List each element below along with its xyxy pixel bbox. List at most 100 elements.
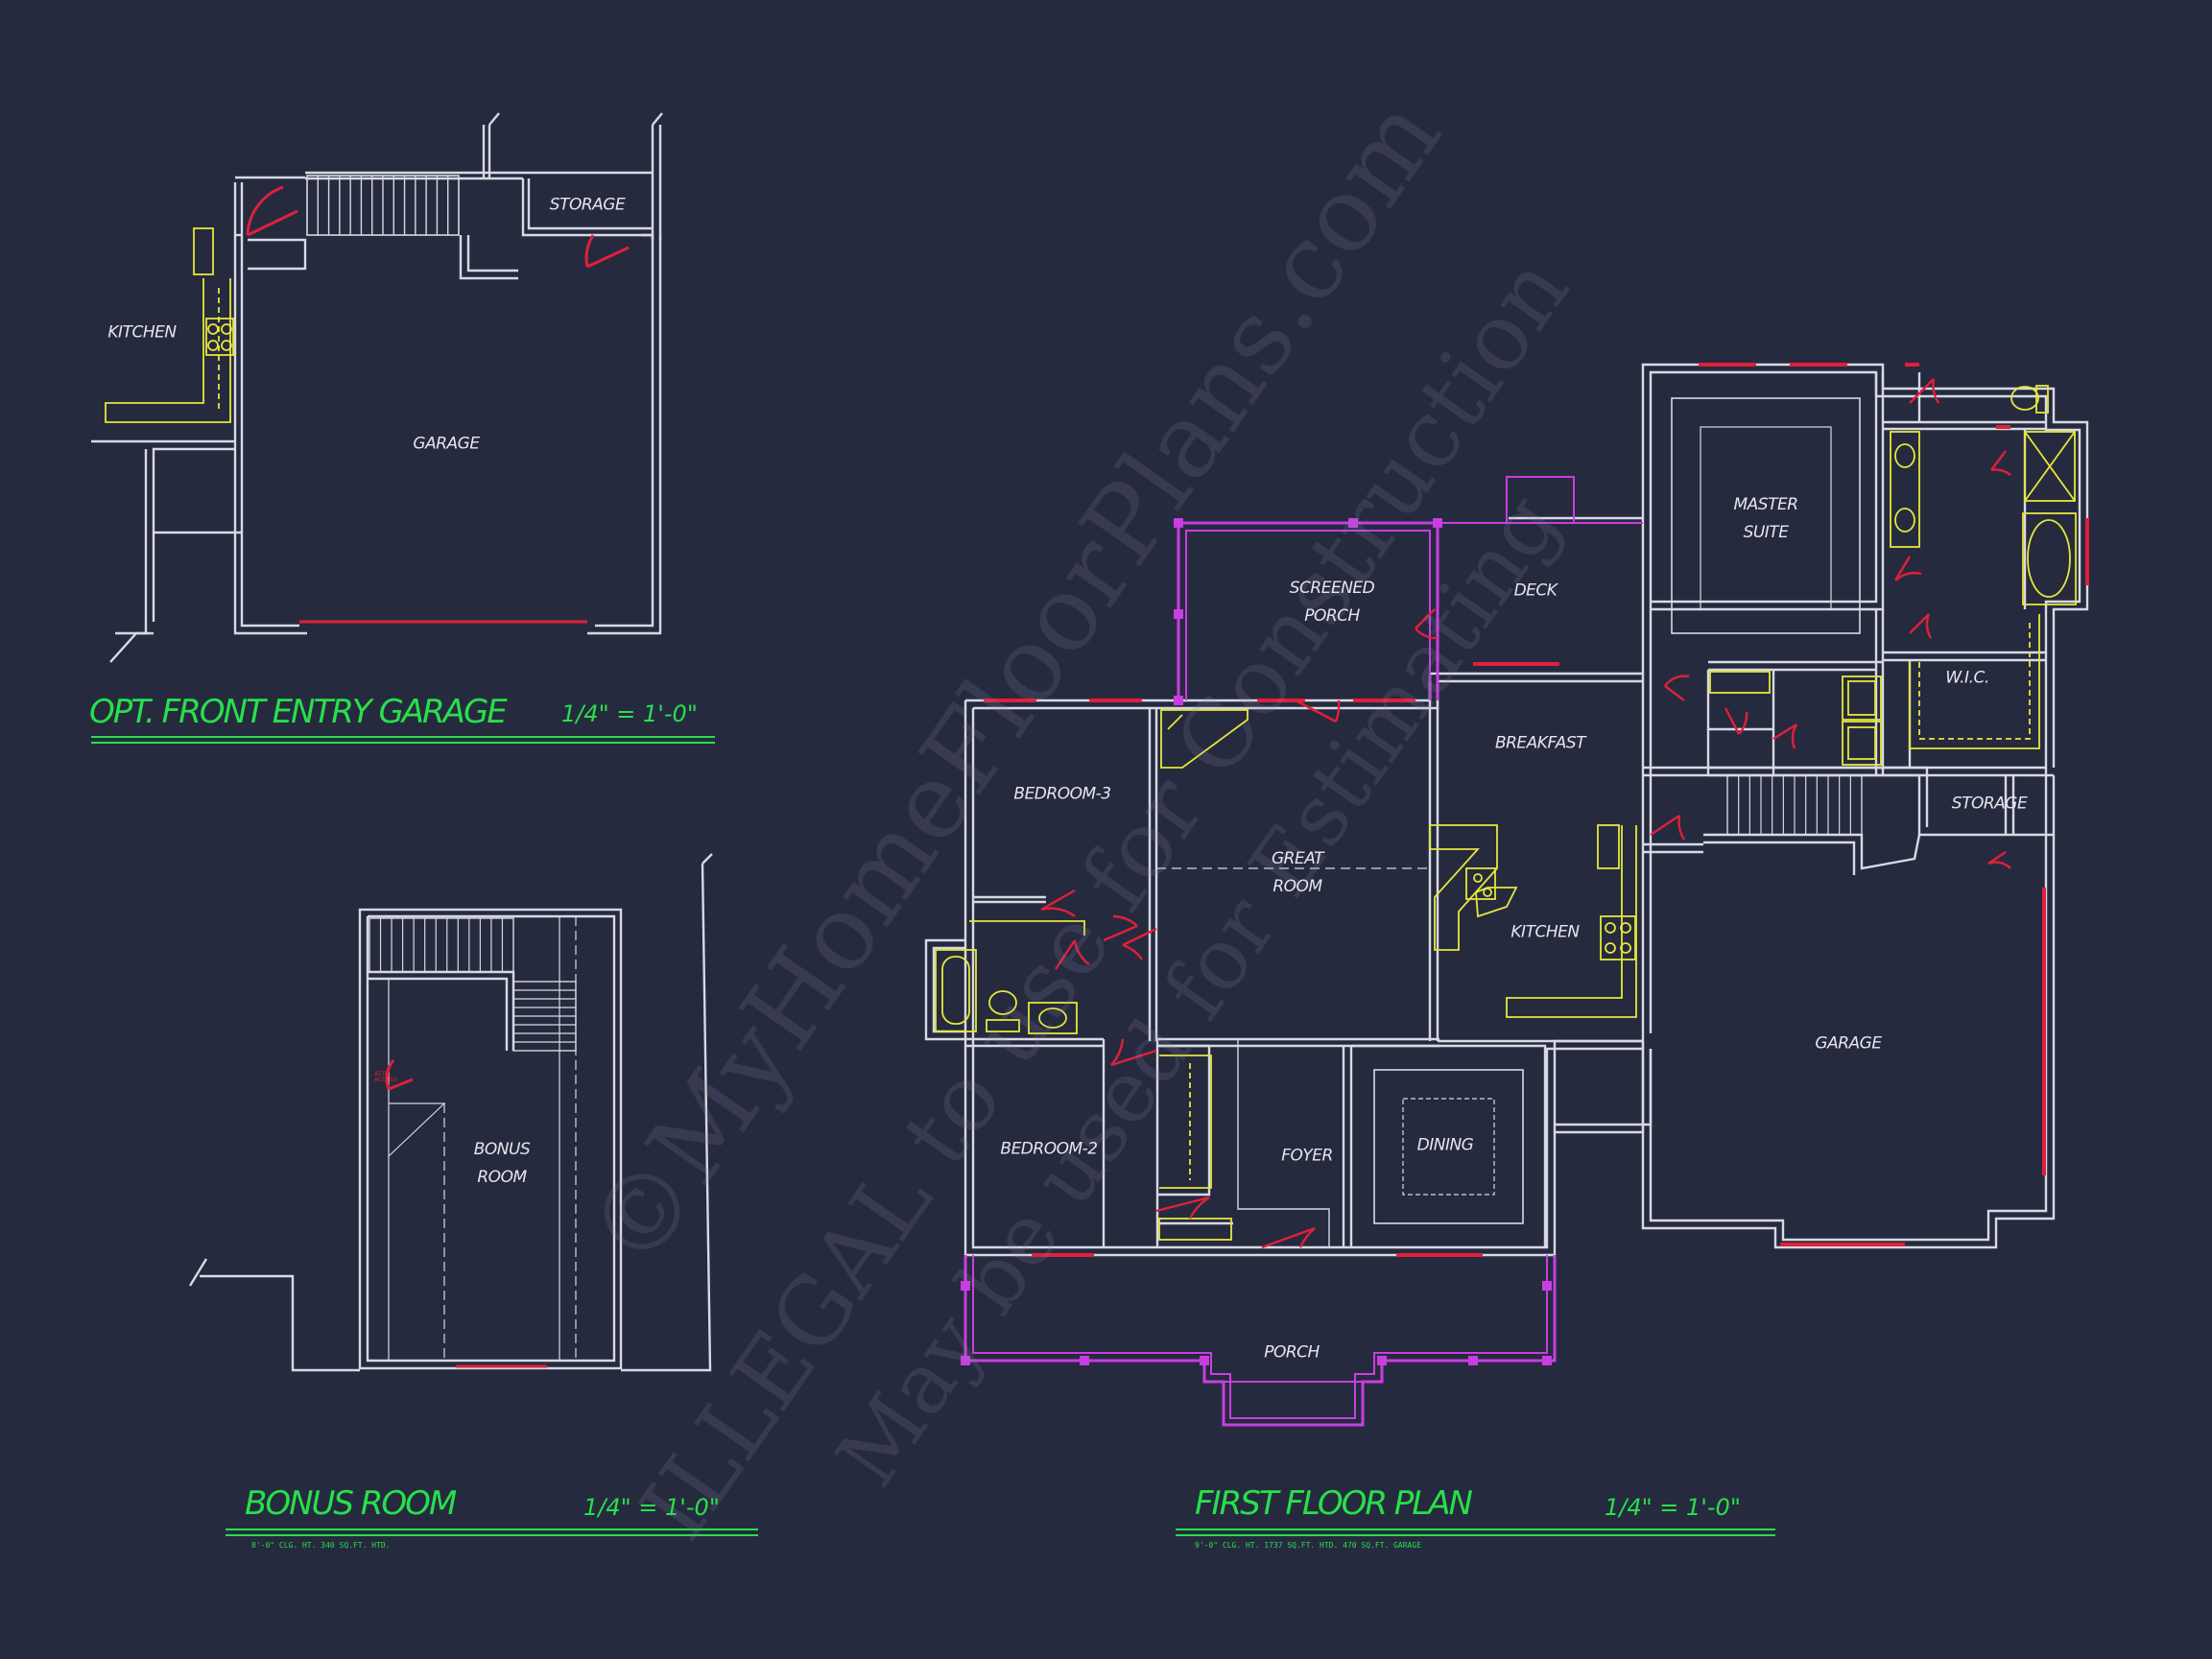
porch-post [1174,518,1183,528]
front-entry-garage-plan [91,112,663,663]
porch-post [961,1356,970,1365]
fixtures [935,385,2077,1241]
door-leaf [1990,450,2007,471]
door-leaf [1893,556,1912,581]
porch-post [1200,1356,1209,1365]
bonus-room-plan [188,853,713,1372]
room-label-garage: GARAGE [1815,1033,1882,1054]
door-swing [1677,815,1686,841]
door-leaf [1295,699,1337,723]
front-garage-kitchen-counter [105,227,234,423]
room-label-wic: W.I.C. [1945,668,1989,688]
door-leaf [1415,608,1436,629]
porch-post [1542,1281,1552,1291]
door-leaf [1040,889,1076,912]
room-label-storage-front-garage: STORAGE [549,195,626,215]
door-swing [1925,613,1933,639]
room-label-kitchen: KITCHEN [1510,922,1580,942]
room-label-kitchen-front-garage: KITCHEN [107,322,177,343]
door-leaf [1650,815,1680,836]
porch-post [1174,609,1183,619]
porch-post [1542,1356,1552,1365]
porch-post [1468,1356,1478,1365]
room-label-garage-front-garage: GARAGE [413,434,480,454]
room-label-foyer: FOYER [1281,1146,1333,1166]
room-label-screened-porch: SCREENED PORCH [1290,575,1375,630]
room-label-great-room-line1: GREAT [1271,849,1324,869]
door-swing [1894,571,1922,581]
first-floor-note: 9'-0" CLG. HT. 1737 SQ.FT. HTD. 470 SQ.F… [1195,1541,1422,1550]
room-label-breakfast: BREAKFAST [1494,733,1586,753]
door-swing [1334,699,1341,723]
door-leaf [1664,685,1685,701]
door-swing [1040,907,1076,917]
door-swing [1664,675,1690,687]
bonus-room-note: 8'-0" CLG. HT. 340 SQ.FT. HTD. [251,1541,391,1550]
door-swing [1188,1196,1210,1220]
room-label-bonus-line1: BONUS [473,1140,531,1160]
door-swing [1112,914,1138,927]
front-garage-door [246,185,630,624]
bonus-room-scale: 1/4" = 1'-0" [583,1494,720,1521]
room-label-screened-porch-line1: SCREENED [1289,579,1375,599]
doors [1040,378,2011,1249]
porch-post [1174,696,1183,705]
great-room-beam [1156,715,1439,1036]
room-label-great-room: GREAT ROOM [1271,845,1324,901]
porch-post [961,1281,970,1291]
door-swing [1738,711,1748,735]
porch-post [1348,518,1358,528]
door-leaf [1122,927,1157,947]
porch-posts [961,518,1552,1365]
front-entry-garage-scale: 1/4" = 1'-0" [561,700,698,727]
room-label-bedroom-3: BEDROOM-3 [1013,784,1111,804]
front-garage-title-underline [91,736,715,744]
door-swing [1987,861,2011,869]
door-leaf [1103,924,1138,942]
door-leaf [1772,723,1797,741]
door-leaf [1909,613,1930,634]
door-swing [1122,943,1143,960]
door-leaf [1909,378,1935,404]
room-label-screened-porch-line2: PORCH [1304,606,1360,626]
first-floor-plan-title: FIRST FLOOR PLAN [1195,1484,1473,1523]
room-label-bonus-line2: ROOM [477,1168,527,1187]
porch-post [1377,1356,1387,1365]
door-swing [1073,939,1090,965]
bonus-room-stairs [369,917,577,1052]
porch-post [1080,1356,1089,1365]
attic-access-tag: ATTIC ACCESS [374,1071,397,1083]
bonus-title-underline [226,1529,758,1536]
door-swing [1298,1227,1316,1248]
door-swing [1415,628,1439,640]
door-leaf [1724,707,1741,735]
stair-treads [379,918,576,1043]
door-swing [1110,1038,1125,1066]
room-label-storage: STORAGE [1951,794,2028,814]
stair-treads [317,176,449,235]
room-label-master-suite-line1: MASTER [1733,495,1798,515]
stair-treads [1738,775,1851,835]
door-swing [1990,468,2011,476]
room-label-great-room-line2: ROOM [1272,877,1322,896]
room-label-porch: PORCH [1264,1342,1320,1363]
bonus-door-and-window [385,1059,547,1368]
door-swing [1791,723,1798,749]
bonus-room-title: BONUS ROOM [245,1484,457,1523]
porch-post [1433,518,1442,528]
door-swing [1932,378,1940,404]
room-label-bonus: BONUS ROOM [474,1136,531,1192]
first-floor-plan-scale: 1/4" = 1'-0" [1605,1494,1741,1521]
front-entry-garage-title: OPT. FRONT ENTRY GARAGE [89,693,508,731]
room-label-dining: DINING [1416,1135,1474,1155]
windows [984,363,2089,1257]
first-floor-title-underline [1176,1529,1775,1536]
door-leaf [1155,1196,1210,1213]
door-leaf [1261,1226,1316,1249]
door-leaf [1055,939,1076,970]
room-label-deck: DECK [1513,581,1558,601]
room-label-master-suite: MASTER SUITE [1733,491,1798,547]
room-label-master-suite-line2: SUITE [1743,523,1789,542]
tray-ceilings [1373,397,1861,1224]
